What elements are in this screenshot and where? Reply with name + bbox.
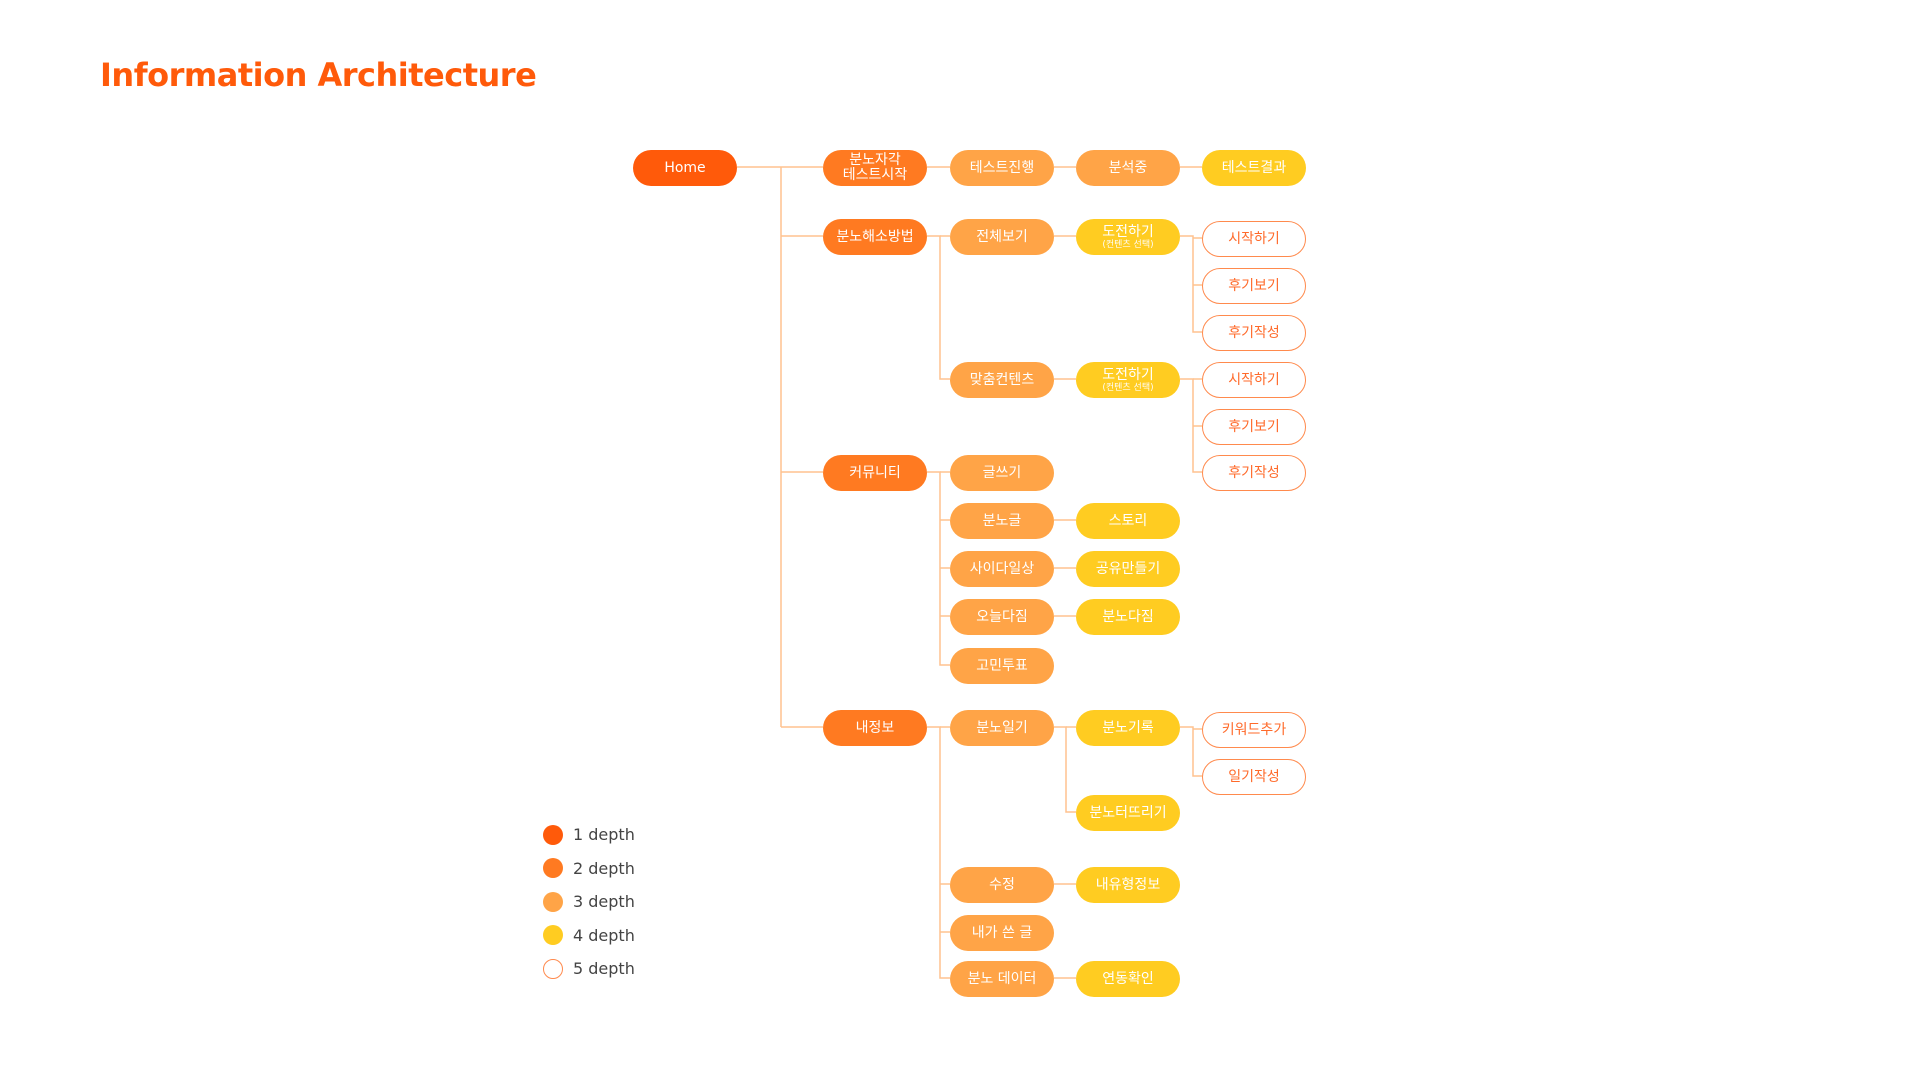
node-my-type-info: 내유형정보: [1076, 867, 1180, 903]
node-story: 스토리: [1076, 503, 1180, 539]
node-challenge-b: 도전하기 (컨텐츠 선택): [1076, 362, 1180, 398]
node-anger-diary: 분노일기: [950, 710, 1054, 746]
depth-legend: 1 depth 2 depth 3 depth 4 depth 5 depth: [543, 818, 635, 986]
node-anger-post: 분노글: [950, 503, 1054, 539]
node-anger-resolve: 분노다짐: [1076, 599, 1180, 635]
node-anger-record: 분노기록: [1076, 710, 1180, 746]
node-add-keyword: 키워드추가: [1202, 712, 1306, 748]
node-write-review-a: 후기작성: [1202, 315, 1306, 351]
node-view-review-b: 후기보기: [1202, 409, 1306, 445]
node-write-diary: 일기작성: [1202, 759, 1306, 795]
node-community: 커뮤니티: [823, 455, 927, 491]
node-custom-content: 맞춤컨텐츠: [950, 362, 1054, 398]
node-check-link: 연동확인: [1076, 961, 1180, 997]
node-anger-data: 분노 데이터: [950, 961, 1054, 997]
node-anger-burst: 분노터뜨리기: [1076, 795, 1180, 831]
node-my-info: 내정보: [823, 710, 927, 746]
node-challenge-a-sub: (컨텐츠 선택): [1102, 239, 1154, 250]
node-my-posts: 내가 쓴 글: [950, 915, 1054, 951]
node-start-a: 시작하기: [1202, 221, 1306, 257]
node-test-result: 테스트결과: [1202, 150, 1306, 186]
node-anger-test-start-line2: 테스트시작: [842, 167, 908, 183]
node-analyzing: 분석중: [1076, 150, 1180, 186]
node-edit: 수정: [950, 867, 1054, 903]
node-today-resolve: 오늘다짐: [950, 599, 1054, 635]
node-make-share: 공유만들기: [1076, 551, 1180, 587]
node-cider-daily: 사이다일상: [950, 551, 1054, 587]
node-anger-solutions: 분노해소방법: [823, 219, 927, 255]
node-write-post: 글쓰기: [950, 455, 1054, 491]
node-start-b: 시작하기: [1202, 362, 1306, 398]
legend-item-depth-4: 4 depth: [543, 919, 635, 953]
node-view-review-a: 후기보기: [1202, 268, 1306, 304]
legend-dot-depth-5: [543, 958, 563, 979]
legend-dot-depth-4: [543, 925, 563, 946]
page-title: Information Architecture: [100, 56, 537, 94]
node-anger-test-start: 분노자각 테스트시작: [823, 150, 927, 186]
node-challenge-a: 도전하기 (컨텐츠 선택): [1076, 219, 1180, 255]
node-test-progress: 테스트진행: [950, 150, 1054, 186]
node-anger-test-start-line1: 분노자각: [849, 152, 901, 168]
legend-dot-depth-2: [543, 858, 563, 879]
legend-item-depth-5: 5 depth: [543, 952, 635, 986]
legend-item-depth-1: 1 depth: [543, 818, 635, 852]
legend-dot-depth-3: [543, 891, 563, 912]
legend-dot-depth-1: [543, 824, 563, 845]
node-home: Home: [633, 150, 737, 186]
node-write-review-b: 후기작성: [1202, 455, 1306, 491]
node-challenge-b-sub: (컨텐츠 선택): [1102, 382, 1154, 393]
legend-item-depth-2: 2 depth: [543, 852, 635, 886]
node-view-all: 전체보기: [950, 219, 1054, 255]
node-worry-vote: 고민투표: [950, 648, 1054, 684]
legend-item-depth-3: 3 depth: [543, 885, 635, 919]
